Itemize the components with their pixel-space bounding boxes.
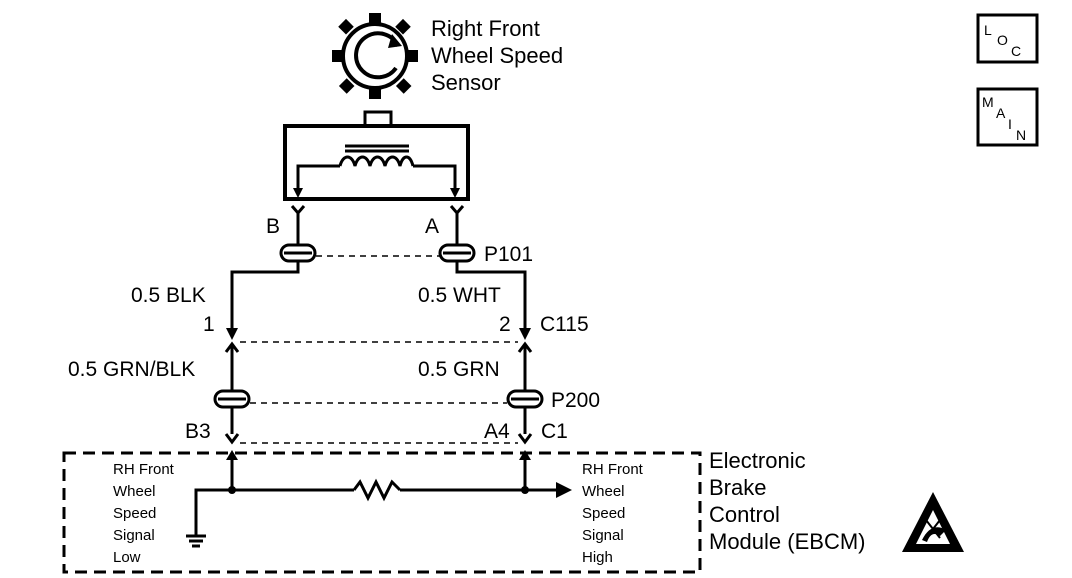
ebcm-internal-circuit (186, 458, 572, 548)
ebcm-right-signal-line-4: Signal (582, 527, 624, 544)
esd-warning-icon (902, 492, 964, 552)
main-badge-letter-1: M (982, 94, 994, 110)
main-badge-letter-4: N (1016, 127, 1026, 143)
ebcm-name-line-2: Brake (709, 475, 766, 500)
sensor-title-line-3: Sensor (431, 70, 501, 95)
wire-left-lower: 0.5 GRN/BLK (68, 358, 195, 381)
c115-label: C115 (540, 313, 589, 336)
ebcm-left-signal-line-1: RH Front (113, 461, 175, 478)
loc-badge[interactable]: L O C (976, 13, 1039, 64)
ebcm-name-line-1: Electronic (709, 448, 806, 473)
ebcm-module-outline (62, 451, 702, 574)
ebcm-pin-a4: A4 (484, 420, 510, 443)
ebcm-right-signal-line-5: High (582, 549, 613, 566)
resistor-icon (352, 478, 402, 502)
ebcm-pin-b3: B3 (185, 420, 211, 443)
sensor-title-line-1: Right Front (431, 16, 540, 41)
c115-pin-1: 1 (203, 313, 215, 336)
sensor-terminal-b: B (266, 215, 280, 238)
ebcm-right-signal-line-3: Speed (582, 505, 625, 522)
p101-label: P101 (484, 243, 533, 266)
wire-left-upper: 0.5 BLK (131, 284, 206, 307)
loc-badge-letter-2: O (997, 32, 1008, 48)
p200-connector (213, 389, 544, 434)
wire-right-upper: 0.5 WHT (418, 284, 501, 307)
ebcm-left-signal-line-2: Wheel (113, 483, 156, 500)
ebcm-left-signal-line-3: Speed (113, 505, 156, 522)
c115-pin-2: 2 (499, 313, 511, 336)
p101-connector (279, 243, 476, 263)
sensor-title-line-2: Wheel Speed (431, 43, 563, 68)
wheel-speed-sensor-icon (332, 13, 418, 99)
loc-badge-letter-3: C (1011, 43, 1021, 59)
p200-label: P200 (551, 389, 600, 412)
ebcm-left-signal-line-4: Signal (113, 527, 155, 544)
coil-icon (293, 144, 460, 198)
loc-badge-letter-1: L (984, 22, 992, 38)
c1-connector (224, 433, 533, 460)
ground-icon (186, 530, 206, 548)
c115-connector (224, 328, 533, 390)
main-badge-letter-3: I (1008, 116, 1012, 132)
main-badge[interactable]: M A I N (976, 87, 1039, 147)
sensor-housing (283, 110, 470, 201)
ebcm-right-signal-line-2: Wheel (582, 483, 625, 500)
ebcm-name-line-3: Control (709, 502, 780, 527)
sensor-terminal-a: A (425, 215, 439, 238)
ebcm-name-line-4: Module (EBCM) (709, 529, 865, 554)
ebcm-left-signal-line-5: Low (113, 549, 141, 566)
main-badge-letter-2: A (996, 105, 1006, 121)
wire-right-lower: 0.5 GRN (418, 358, 500, 381)
c1-label: C1 (541, 420, 568, 443)
ebcm-right-signal-line-1: RH Front (582, 461, 644, 478)
